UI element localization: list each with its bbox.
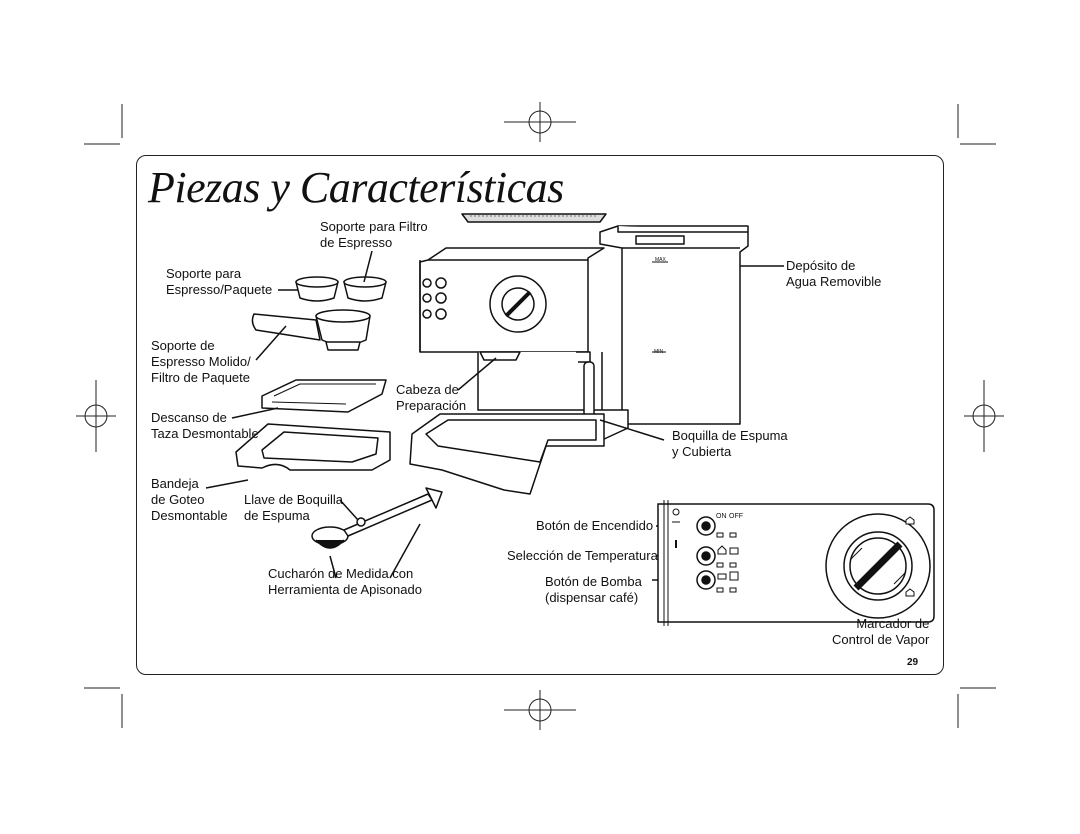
water-tank-icon: [599, 225, 749, 425]
measuring-scoop-icon: [311, 487, 443, 549]
machine-body-icon: [409, 247, 629, 495]
drip-tray-icon: [235, 423, 391, 471]
leader-descanso-taza: [231, 407, 279, 419]
cup-rest-icon: [261, 379, 387, 413]
page-number: 29: [907, 657, 919, 668]
tank-max-label: MAX: [655, 257, 666, 263]
label-boton-bomba: Botón de Bomba(dispensar café): [545, 574, 642, 605]
control-panel-closeup: [657, 500, 935, 626]
leader-filtro-espresso: [363, 250, 373, 283]
panel-on-label: ON: [716, 513, 727, 520]
cup-warming-grate-icon: [461, 213, 607, 223]
leader-boquilla-espuma: [599, 419, 665, 441]
label-boton-encendido: Botón de Encendido: [536, 518, 654, 533]
page-frame: [136, 155, 944, 675]
panel-off-label: OFF: [729, 513, 743, 520]
leader-espresso-molido: [255, 325, 287, 361]
label-seleccion-temperatura: Selección de Temperatura: [507, 548, 658, 563]
portafilter-icon: [251, 309, 371, 351]
leader-llave-boquilla: [339, 499, 359, 521]
leader-cucharon: [329, 555, 337, 579]
leader-bandeja: [205, 479, 249, 489]
page-title: Piezas y Características: [148, 163, 564, 212]
tank-min-label: MIN: [654, 349, 664, 355]
filter-basket-icon: [295, 276, 387, 302]
leader-cabeza: [457, 357, 497, 391]
leader-apisonado: [389, 523, 421, 579]
